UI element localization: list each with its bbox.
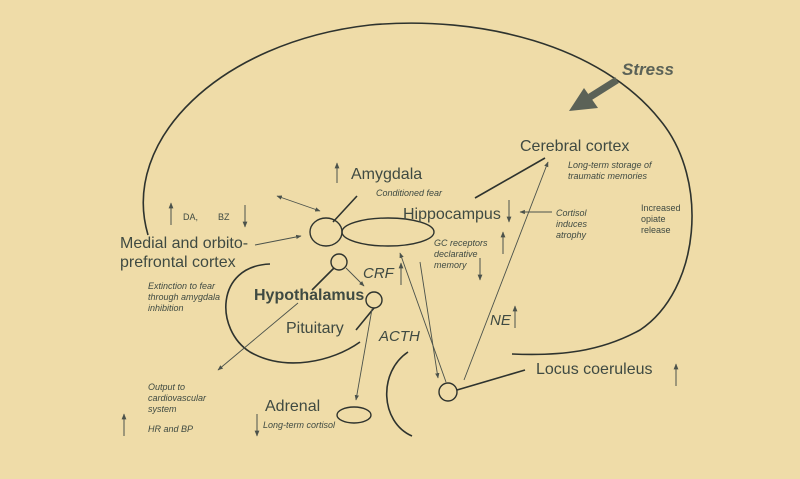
bz-label: BZ [218,212,230,222]
stress-arrow [569,77,619,111]
cortisol-line2: induces [556,219,588,229]
arrow-locus-to-cortex [463,161,549,381]
extinction-line1: Extinction to fear [148,281,216,291]
opiate-line3: release [641,225,671,235]
pituitary-label: Pituitary [286,320,344,337]
crf-label: CRF [363,265,395,282]
cortisol-line3: atrophy [556,230,587,240]
output-line3: system [148,404,177,414]
cortex-inner-line [474,157,546,199]
hypothalamus-label: Hypothalamus [254,287,364,304]
extinction-line3: inhibition [148,303,184,313]
arrow-prefrontal-amygdala [276,195,321,212]
extinction-line2: through amygdala [148,292,220,302]
ne-label: NE [490,312,512,329]
arrow-locus-to-hippocampus [399,252,447,383]
hrbp-label: HR and BP [148,424,193,434]
acth-label: ACTH [378,328,420,345]
amygdala-connector [332,195,358,223]
amygdala-label: Amygdala [351,166,422,183]
hippocampus-label: Hippocampus [403,206,501,223]
subcortical-curve [225,263,361,364]
brainstem-curve [385,351,413,437]
cortex-note-line1: Long-term storage of [568,160,653,170]
opiate-line1: Increased [641,203,681,213]
prefrontal-line2: prefrontal cortex [120,254,236,271]
cortex-note-line2: traumatic memories [568,171,648,181]
locus-coeruleus-label: Locus coeruleus [536,361,653,378]
gc-line2: declarative [434,249,478,259]
pituitary-node [365,291,383,309]
gc-line1: GC receptors [434,238,488,248]
locus-coeruleus-node [438,382,458,402]
adrenal-shape [336,406,372,424]
stress-label: Stress [622,60,674,79]
adrenal-label: Adrenal [265,398,320,415]
pituitary-stalk [355,307,375,331]
hypothalamus-stalk [311,267,335,291]
arrow-pituitary-to-adrenal [354,308,373,401]
arrow-to-cardiovascular [217,302,299,371]
gc-line3: memory [434,260,467,270]
hippocampus-shape [341,217,435,247]
arrow-hippocampus-to-locus [419,261,440,379]
cerebral-cortex-label: Cerebral cortex [520,138,629,155]
amygdala-note: Conditioned fear [376,188,443,198]
locus-connector [456,369,526,391]
prefrontal-line1: Medial and orbito- [120,235,248,252]
arrow-to-amygdala [254,234,302,246]
output-line1: Output to [148,382,185,392]
arrow-hypo-to-pituitary [345,267,365,287]
cortisol-line1: Cortisol [556,208,588,218]
indicator-arrows [121,162,679,437]
adrenal-note: Long-term cortisol [263,420,336,430]
da-label: DA, [183,212,198,222]
output-line2: cardiovascular [148,393,207,403]
opiate-line2: opiate [641,214,666,224]
amygdala-shape [309,217,343,247]
hypothalamus-node [330,253,348,271]
